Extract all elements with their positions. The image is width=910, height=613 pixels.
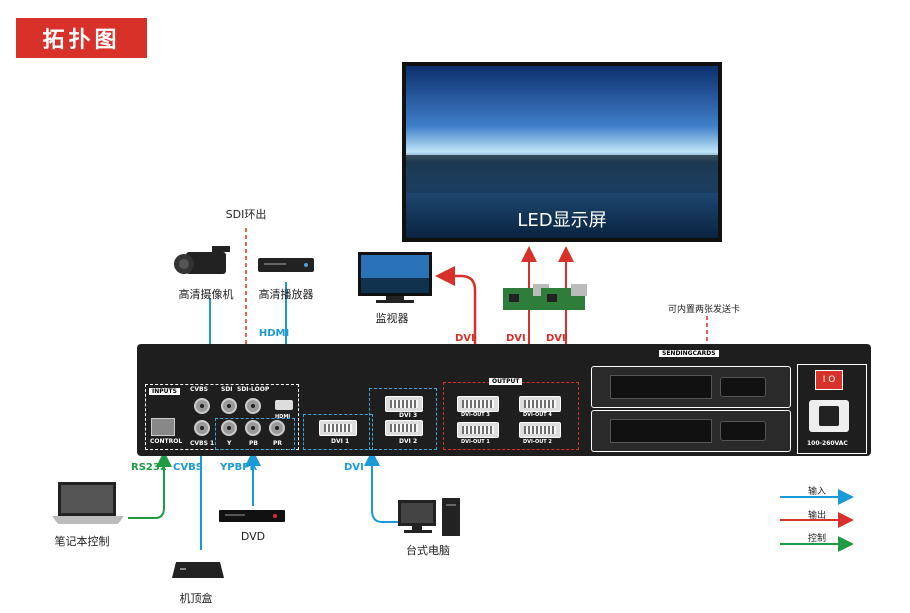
desktop-label: 台式电脑 (406, 544, 450, 557)
dvi-out-label-1: DVI (455, 333, 475, 344)
sending-card-slot-1[interactable] (591, 366, 791, 408)
dvi3-port-label: DVI 3 (399, 412, 418, 419)
led-screen: LED显示屏 (402, 62, 722, 242)
legend-output-label: 输出 (808, 511, 827, 521)
camcorder-icon (172, 244, 234, 280)
output-label: OUTPUT (489, 378, 523, 385)
dvd-player-icon (219, 508, 285, 524)
rj45-control-port[interactable] (151, 418, 175, 436)
dvi-out2-label: DVI-OUT 2 (523, 439, 552, 445)
legend-input-label: 输入 (808, 487, 827, 497)
desktop-computer-icon (398, 498, 462, 538)
ypbpr-group (215, 418, 295, 450)
dvi2-port[interactable] (385, 420, 423, 436)
laptop-icon (48, 480, 128, 526)
dvi1-port-label: DVI 1 (331, 438, 350, 445)
dvi-out1-label: DVI-OUT 1 (461, 439, 490, 445)
legend-control-label: 控制 (808, 534, 827, 544)
dvi-out-label-3: DVI (546, 333, 566, 344)
pb-port-label: PB (249, 440, 258, 447)
rs232-line (128, 451, 172, 519)
dvi3-port[interactable] (385, 396, 423, 412)
y-port-label: Y (227, 440, 232, 447)
dvi-in-label: DVI (344, 462, 364, 473)
bluray-label: 高清播放器 (258, 288, 314, 301)
sending-card-icon (541, 284, 589, 314)
dvi2-3-group (369, 388, 437, 450)
dvi1-port[interactable] (319, 420, 357, 436)
pr-port-label: PR (273, 440, 283, 447)
sdi-loop-port-label: SDI-LOOP (237, 386, 270, 393)
cvbs1-bnc-port[interactable] (194, 420, 210, 436)
cvbs-label: CVBS (173, 462, 203, 473)
dvi2-port-label: DVI 2 (399, 438, 418, 445)
bluray-player-icon (258, 254, 314, 276)
stb-label: 机顶盒 (179, 592, 213, 605)
processor-rear-panel: INPUTS CVBS SDI SDI-LOOP HDMI CONTROL CV… (137, 344, 871, 456)
sdi-loop-label: SDI环出 (225, 208, 267, 221)
page-title: 拓扑图 (16, 18, 147, 58)
inputs-label: INPUTS (149, 388, 180, 395)
ypbpr-label: YPBPR (220, 462, 258, 473)
pr-bnc-port[interactable] (269, 420, 285, 436)
hdmi-signal-label: HDMI (258, 328, 290, 339)
dvi-out-label-2: DVI (506, 333, 526, 344)
pb-bnc-port[interactable] (245, 420, 261, 436)
power-label: 100-260VAC (807, 440, 848, 447)
cvbs-bnc-port[interactable] (194, 398, 210, 414)
dvi-out3-label: DVI-OUT 3 (461, 412, 490, 418)
rs232-label: RS232 (131, 462, 167, 473)
y-bnc-port[interactable] (221, 420, 237, 436)
dvi-out4-port[interactable] (519, 396, 561, 412)
cvbs-port-label: CVBS (190, 386, 208, 393)
cvbs1-port-label: CVBS 1 (190, 440, 215, 447)
sending-cards-label: SENDINGCARDS (659, 350, 719, 357)
sending-card-slot-2[interactable] (591, 410, 791, 452)
set-top-box-icon (170, 558, 226, 584)
sdi-port-label: SDI (221, 386, 233, 393)
power-switch[interactable]: I O (815, 370, 843, 390)
monitor-line (435, 266, 477, 392)
dvi-out3-port[interactable] (457, 396, 499, 412)
hdmi-port-label: HDMI (275, 414, 291, 420)
power-socket[interactable] (809, 400, 849, 432)
dvi-out4-label: DVI-OUT 4 (523, 412, 552, 418)
control-port-label: CONTROL (150, 438, 183, 445)
dvi-out1-port[interactable] (457, 422, 499, 438)
dvi-out2-port[interactable] (519, 422, 561, 438)
power-section (797, 364, 867, 454)
monitor-label: 监视器 (375, 312, 409, 325)
sending-card-note: 可内置两张发送卡 (668, 305, 741, 315)
dvd-label: DVD (240, 530, 266, 543)
laptop-label: 笔记本控制 (54, 535, 110, 548)
led-label: LED显示屏 (517, 210, 607, 231)
hdmi-port[interactable] (275, 400, 293, 410)
dvi1-group (303, 414, 373, 450)
monitor-icon (356, 252, 434, 304)
camera-label: 高清摄像机 (178, 288, 234, 301)
dvi-in-line (364, 450, 398, 523)
sdi-bnc-port[interactable] (221, 398, 237, 414)
sdi-loop-bnc-port[interactable] (245, 398, 261, 414)
